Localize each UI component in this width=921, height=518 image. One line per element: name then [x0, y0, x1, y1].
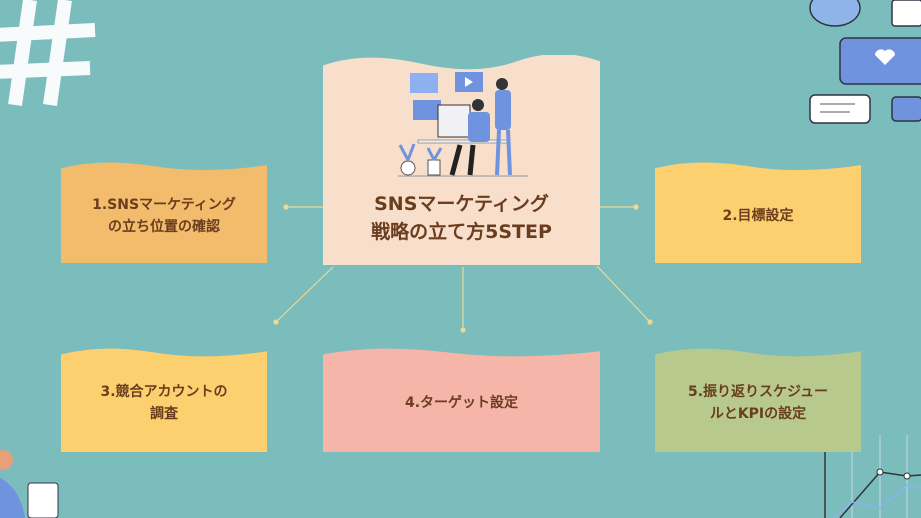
- hashtag-icon: [0, 0, 96, 106]
- chat-bubbles-icon: [809, 0, 921, 124]
- people-at-computer-illustration: [398, 72, 528, 177]
- step-5-card: 5.振り返りスケジュー ルとKPIの設定: [655, 346, 861, 452]
- step-2-card: 2.目標設定: [655, 160, 861, 263]
- step-3-card: 3.競合アカウントの 調査: [61, 346, 267, 452]
- center-title-card: SNSマーケティング 戦略の立て方5STEP: [323, 55, 600, 265]
- step-4-card: 4.ターゲット設定: [323, 346, 600, 452]
- step-1-card: 1.SNSマーケティング の立ち位置の確認: [61, 160, 267, 263]
- step-2-label: 2.目標設定: [722, 207, 794, 224]
- step-4-label: 4.ターゲット設定: [404, 395, 519, 411]
- step-5-label: 5.振り返りスケジュー ルとKPIの設定: [687, 384, 829, 422]
- step-1-label: 1.SNSマーケティング の立ち位置の確認: [92, 196, 236, 235]
- step-3-label: 3.競合アカウントの 調査: [100, 384, 228, 422]
- center-title: SNSマーケティング 戦略の立て方5STEP: [371, 192, 552, 243]
- person-with-tablet-icon: [0, 450, 59, 518]
